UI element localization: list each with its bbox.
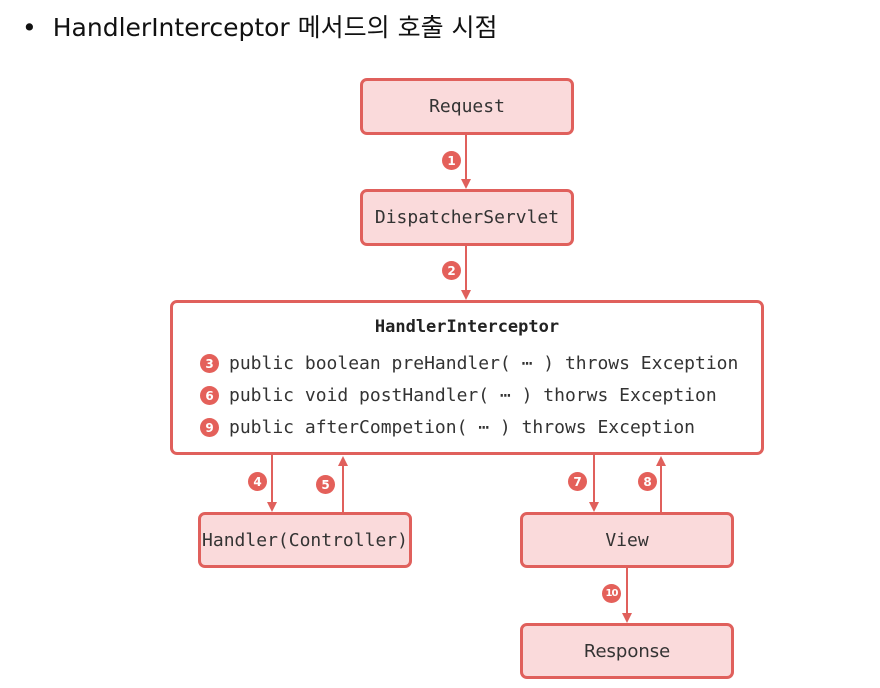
request-label: Request: [429, 96, 505, 117]
view-box: View: [520, 512, 734, 568]
method-text: public void postHandler( ⋯ ) thorws Exce…: [229, 385, 717, 406]
step-badge-8: 8: [638, 472, 657, 491]
page-title: • HandlerInterceptor 메서드의 호출 시점: [22, 8, 498, 44]
response-box: Response: [520, 623, 734, 679]
method-row-aftercompletion: 9 public afterCompetion( ⋯ ) throws Exce…: [200, 417, 695, 438]
dispatcher-servlet-label: DispatcherServlet: [374, 207, 560, 228]
handler-controller-box: Handler(Controller): [198, 512, 412, 568]
step-badge: 9: [200, 418, 219, 437]
view-label: View: [605, 529, 649, 551]
handler-interceptor-box: HandlerInterceptor 3 public boolean preH…: [170, 300, 764, 455]
dispatcher-servlet-box: DispatcherServlet: [360, 189, 574, 246]
interceptor-title: HandlerInterceptor: [374, 317, 560, 337]
step-badge-2: 2: [442, 261, 461, 280]
step-badge-1: 1: [442, 151, 461, 170]
title-text: HandlerInterceptor 메서드의 호출 시점: [52, 13, 498, 42]
step-badge-4: 4: [248, 472, 267, 491]
request-box: Request: [360, 78, 574, 135]
step-badge-5: 5: [316, 475, 335, 494]
method-row-prehandle: 3 public boolean preHandler( ⋯ ) throws …: [200, 353, 738, 374]
method-text: public afterCompetion( ⋯ ) throws Except…: [229, 417, 695, 438]
method-text: public boolean preHandler( ⋯ ) throws Ex…: [229, 353, 739, 374]
title-bullet: •: [22, 13, 37, 42]
step-badge: 6: [200, 386, 219, 405]
step-badge: 3: [200, 354, 219, 373]
step-badge-10: 10: [602, 584, 621, 603]
handler-controller-label: Handler(Controller): [202, 529, 408, 551]
response-label: Response: [583, 640, 671, 662]
step-badge-7: 7: [568, 472, 587, 491]
method-row-posthandle: 6 public void postHandler( ⋯ ) thorws Ex…: [200, 385, 717, 406]
